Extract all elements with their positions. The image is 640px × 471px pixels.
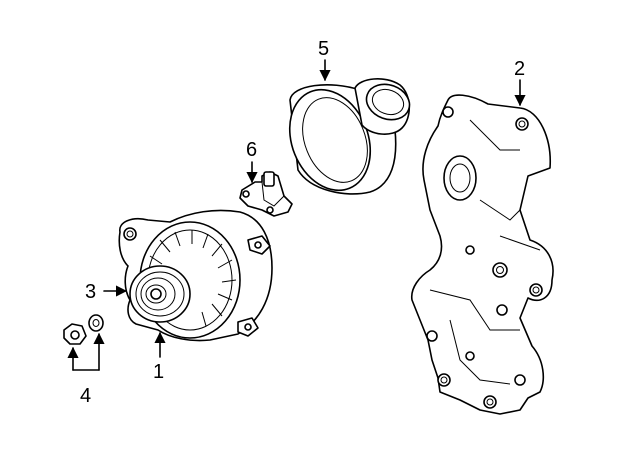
part-4-nut-and-washer[interactable] xyxy=(63,314,104,345)
callout-5-number: 5 xyxy=(318,38,329,60)
callout-3-number: 3 xyxy=(85,281,96,303)
callout-6-number: 6 xyxy=(246,139,257,161)
callout-3: 3 xyxy=(85,281,128,303)
callout-6: 6 xyxy=(246,139,258,184)
callout-1-number: 1 xyxy=(153,361,164,383)
callout-4-number: 4 xyxy=(80,385,91,407)
callout-2: 2 xyxy=(514,58,526,107)
callout-2-number: 2 xyxy=(514,58,525,80)
part-1-alternator[interactable] xyxy=(118,209,273,342)
part-6-voltage-regulator[interactable] xyxy=(239,171,293,217)
callout-1: 1 xyxy=(153,331,166,383)
callout-5: 5 xyxy=(318,38,331,82)
part-2-mounting-bracket[interactable] xyxy=(410,94,554,415)
callout-4: 4 xyxy=(67,332,105,407)
part-5-pulley-cover[interactable] xyxy=(275,78,414,203)
